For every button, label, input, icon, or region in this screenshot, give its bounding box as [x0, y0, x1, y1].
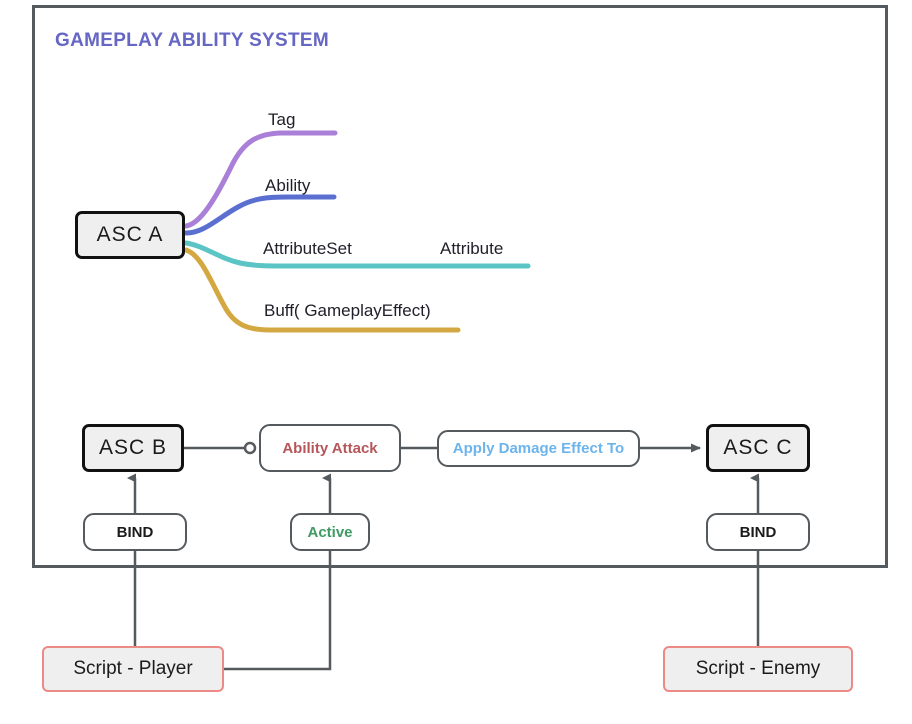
node-active[interactable]: Active [290, 513, 370, 551]
node-script-enemy[interactable]: Script - Enemy [663, 646, 853, 692]
node-asc-a[interactable]: ASC A [75, 211, 185, 259]
diagram-outer-frame [32, 5, 888, 568]
wire-scriptplayer-to-active [224, 551, 332, 671]
node-ability-attack[interactable]: Ability Attack [259, 424, 401, 472]
branch-label-buff: Buff( GameplayEffect) [264, 301, 431, 320]
node-apply-damage-effect[interactable]: Apply Damage Effect To [437, 430, 640, 467]
page-title: GAMEPLAY ABILITY SYSTEM [55, 30, 330, 51]
node-bind-asc-b[interactable]: BIND [83, 513, 187, 551]
node-bind-asc-c[interactable]: BIND [706, 513, 810, 551]
branch-label-attributeset: AttributeSet [263, 239, 352, 258]
branch-label-tag: Tag [268, 110, 296, 129]
branch-label-attribute: Attribute [440, 239, 504, 258]
node-asc-c[interactable]: ASC C [706, 424, 810, 472]
branch-label-ability: Ability [265, 176, 311, 195]
node-asc-b[interactable]: ASC B [82, 424, 184, 472]
node-script-player[interactable]: Script - Player [42, 646, 224, 692]
